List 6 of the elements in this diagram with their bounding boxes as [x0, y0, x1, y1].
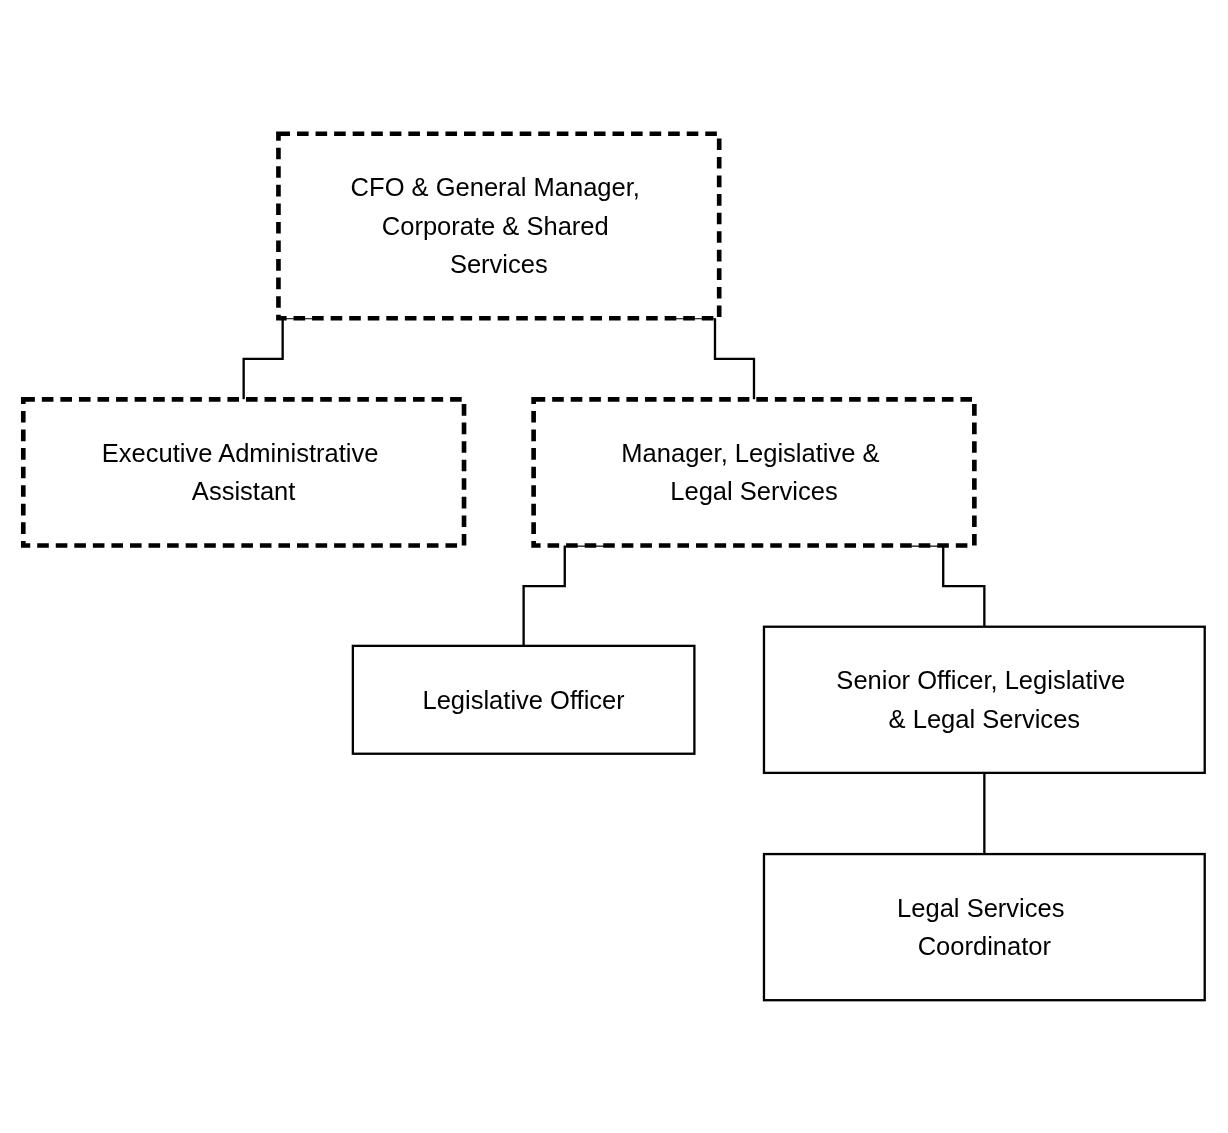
node-box: Legal Services Coordinator	[762, 852, 1206, 1001]
node-box: Legislative Officer	[351, 644, 696, 755]
node-box: Manager, Legislative & Legal Services	[531, 396, 977, 548]
node-box: CFO & General Manager, Corporate & Shared Services	[276, 130, 722, 321]
node-box: Senior Officer, Legislative & Legal Services	[762, 625, 1206, 774]
node-box: Executive Administrative Assistant	[20, 396, 467, 548]
